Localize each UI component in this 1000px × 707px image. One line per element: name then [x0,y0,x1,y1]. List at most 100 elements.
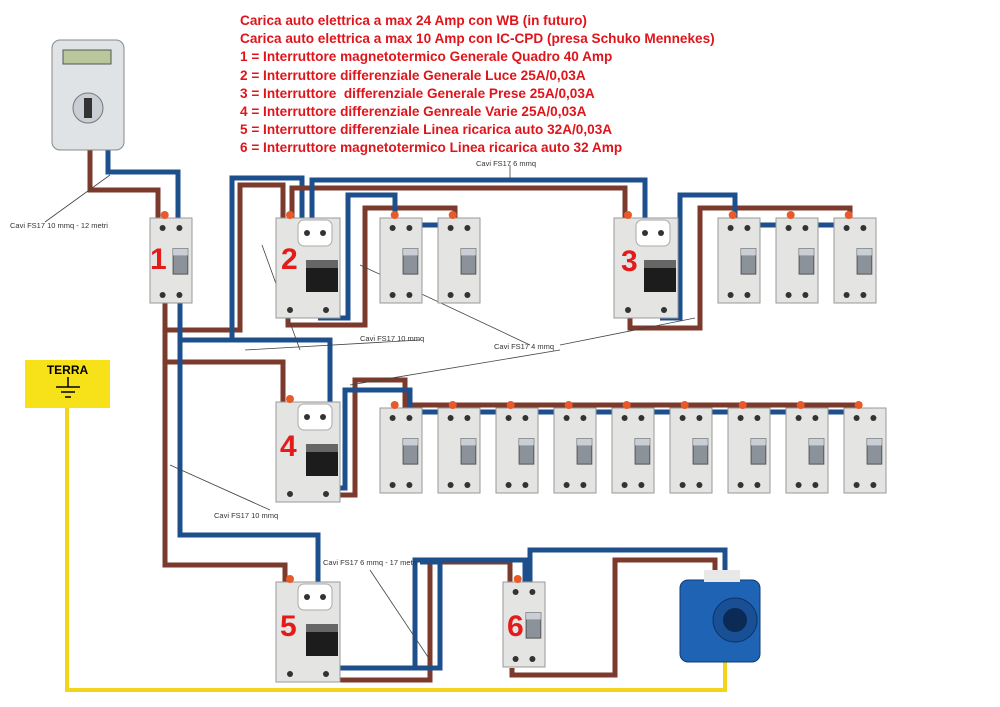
screw [447,292,454,298]
screw [860,292,867,298]
screw [621,482,628,488]
neutral-wire [527,547,728,582]
earth-terminal: TERRA [25,360,110,408]
screw [447,415,454,421]
screw [638,482,645,488]
terminal-screw [390,211,399,219]
breaker-number-6: 6 [507,610,524,643]
breaker-2 [275,211,341,319]
breaker-luce-1 [379,211,423,304]
neutral-wire [105,150,181,218]
screw [406,225,413,231]
terminal-screw [796,401,805,409]
screw [176,225,183,231]
cable-label-meter: Cavi FS17 10 mmq - 12 metri [10,221,108,230]
screw [642,230,648,236]
screw [870,482,877,488]
screw [621,415,628,421]
lever-top [577,438,592,446]
leader-line [349,349,561,386]
legend: Carica auto elettrica a max 24 Amp con W… [240,12,715,158]
screw [287,671,293,677]
terminal-screw [448,211,457,219]
screw [679,415,686,421]
screw [464,482,471,488]
cable-label-6mmq: Cavi FS17 6 mmq [476,159,537,168]
screw [661,307,667,313]
lever-top [403,248,418,256]
screw [159,225,166,231]
screw [406,482,413,488]
screw [304,594,310,600]
terminal-screw [564,401,573,409]
lever-top [857,248,872,256]
rcd-top [635,219,671,247]
lever-top [809,438,824,446]
screw [843,292,850,298]
screw [802,225,809,231]
screw [320,594,326,600]
meter-knob-slot [84,98,92,118]
legend-line: 2 = Interruttore differenziale Generale … [240,67,586,83]
meter-display [62,49,112,65]
breaker-varie-1 [379,401,423,494]
cable-label-4mmq: Cavi FS17 4 mmq [494,342,555,351]
terminal-screw [624,211,632,219]
lever-top [173,248,188,256]
screw [754,415,761,421]
neutral-wire [177,340,321,582]
legend-line: 5 = Interruttore differenziale Linea ric… [240,122,613,138]
lever-top [799,248,814,256]
breaker-varie-5 [611,401,655,494]
terminal-screw [728,211,737,219]
screw [737,415,744,421]
screw [658,230,664,236]
breaker-number-4: 4 [280,430,297,463]
screw [464,415,471,421]
neutral-wire [180,337,333,402]
screw [812,482,819,488]
phase-wire [162,362,288,582]
lever-top [461,248,476,256]
leader-line [369,569,431,661]
leader-line [559,317,696,346]
legend-line: 4 = Interruttore differenziale Genreale … [240,104,587,120]
leader-line [169,464,271,511]
breaker-prese-3 [833,211,877,304]
screw [304,230,310,236]
neutral-wire [177,175,305,343]
screw [696,482,703,488]
screw [727,292,734,298]
phase-wire [285,205,458,328]
screw [744,225,751,231]
terminal-screw [390,401,399,409]
screw [406,292,413,298]
screw [304,414,310,420]
lever-top [867,438,882,446]
neutral-wire [330,387,868,491]
terminal-screw [854,401,863,409]
screw [795,415,802,421]
lever-top [751,438,766,446]
ground-icon [55,377,80,398]
terminal-screw [448,401,457,409]
cable-label-10mmq: Cavi FS17 10 mmq [360,334,425,343]
screw [464,225,471,231]
socket-gland [704,570,740,582]
breaker-varie-6 [669,401,713,494]
screw [679,482,686,488]
screw [529,589,536,595]
screw [406,415,413,421]
rcd-top [297,403,333,431]
lever-top [306,260,338,268]
breaker-varie-9 [843,401,887,494]
screw [522,415,529,421]
screw [580,482,587,488]
lever-top [461,438,476,446]
screw [696,415,703,421]
neutral-wire [325,559,443,671]
screw [580,415,587,421]
breaker-1 [149,211,193,304]
screw [795,482,802,488]
